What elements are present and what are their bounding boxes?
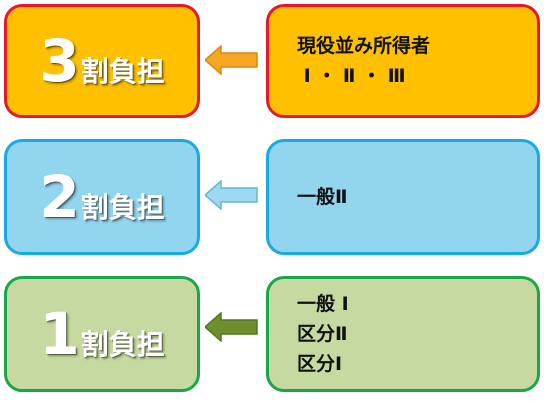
tier-3-criteria-box: 現役並み所得者 Ⅰ ・ Ⅱ ・ Ⅲ bbox=[266, 4, 540, 118]
criteria-line: 現役並み所得者 bbox=[297, 35, 431, 57]
tier-1-criteria-box: 一般 Ⅰ 区分Ⅱ 区分Ⅰ bbox=[266, 276, 540, 392]
left-arrow-icon bbox=[205, 45, 258, 75]
tier-2-number: 2 bbox=[39, 163, 79, 231]
tier-2-burden-box: 2 割負担 bbox=[4, 139, 200, 255]
tier-1-number: 1 bbox=[39, 300, 79, 368]
criteria-line: 一般 Ⅰ bbox=[297, 293, 349, 315]
tier-1-suffix: 割負担 bbox=[80, 328, 165, 361]
tier-3-suffix: 割負担 bbox=[80, 55, 165, 88]
left-arrow-icon bbox=[205, 312, 258, 342]
criteria-line: 区分Ⅰ bbox=[297, 353, 343, 375]
criteria-line: 区分Ⅱ bbox=[297, 323, 348, 345]
criteria-line: 一般Ⅱ bbox=[297, 186, 348, 208]
tier-2-suffix: 割負担 bbox=[80, 191, 165, 224]
tier-3-number: 3 bbox=[39, 27, 79, 95]
tier-3-burden-box: 3 割負担 bbox=[4, 4, 200, 118]
tier-2-criteria-box: 一般Ⅱ bbox=[266, 139, 540, 255]
left-arrow-icon bbox=[205, 180, 258, 210]
tier-1-burden-box: 1 割負担 bbox=[4, 276, 200, 392]
criteria-line: Ⅰ ・ Ⅱ ・ Ⅲ bbox=[297, 65, 406, 87]
